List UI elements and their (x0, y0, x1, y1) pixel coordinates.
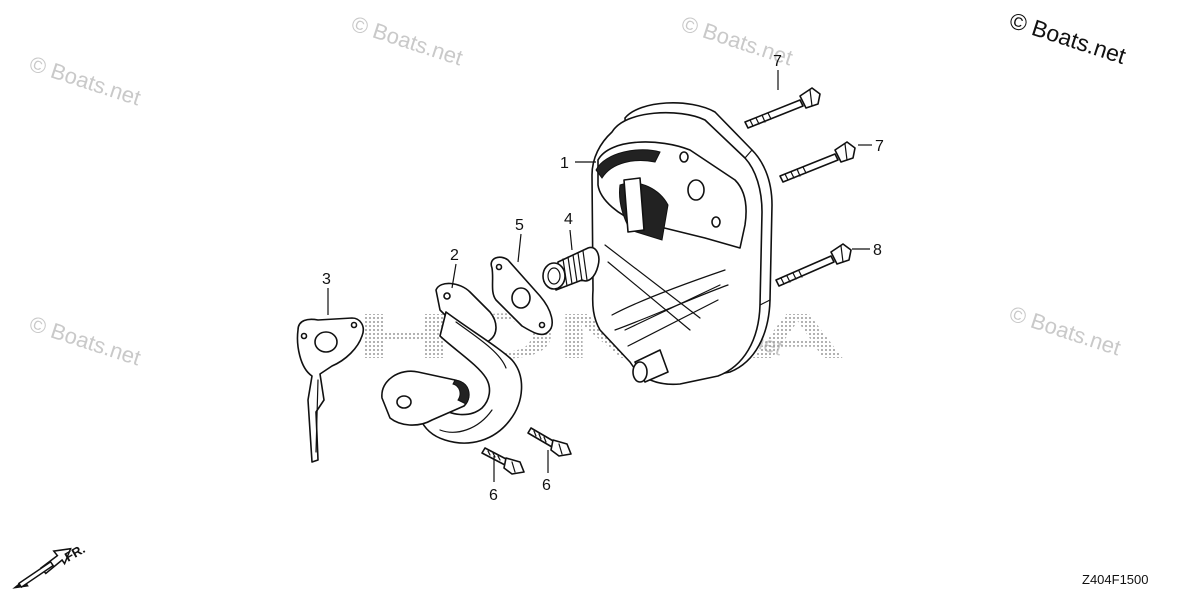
diagram-code: Z404F1500 (1082, 572, 1149, 587)
exhaust-pipe-part (381, 282, 523, 444)
front-direction-indicator: FR. (12, 541, 88, 589)
heat-shield-part (296, 317, 365, 463)
callout-5: 5 (515, 217, 524, 234)
callout-7a: 7 (773, 53, 782, 70)
gasket-part (490, 256, 553, 336)
leader-lines (327, 70, 872, 482)
callout-3: 3 (322, 271, 331, 288)
bolt-part-6a (481, 447, 525, 475)
callout-6a: 6 (489, 487, 498, 504)
watermark: © Boats.net (26, 311, 143, 370)
muffler-part (591, 102, 773, 386)
callout-2: 2 (450, 247, 459, 264)
watermark: © Boats.net (26, 51, 143, 110)
callout-6b: 6 (542, 477, 551, 494)
callout-1: 1 (560, 155, 569, 172)
corner-watermark: © Boats.net (1006, 7, 1129, 69)
front-arrow-icon (12, 547, 72, 589)
callout-4: 4 (564, 211, 573, 228)
long-bolt-part-8 (775, 243, 852, 287)
callouts: 1 2 3 4 5 6 6 7 7 8 (322, 53, 884, 504)
long-bolt-part-7a (744, 87, 821, 129)
spark-arrester-part (542, 246, 600, 291)
callout-8: 8 (873, 242, 882, 259)
bolt-part-6b (527, 427, 572, 457)
callout-7b: 7 (875, 138, 884, 155)
watermark: © Boats.net (1006, 301, 1123, 360)
long-bolt-part-7b (779, 141, 856, 183)
watermark: © Boats.net (348, 11, 465, 70)
